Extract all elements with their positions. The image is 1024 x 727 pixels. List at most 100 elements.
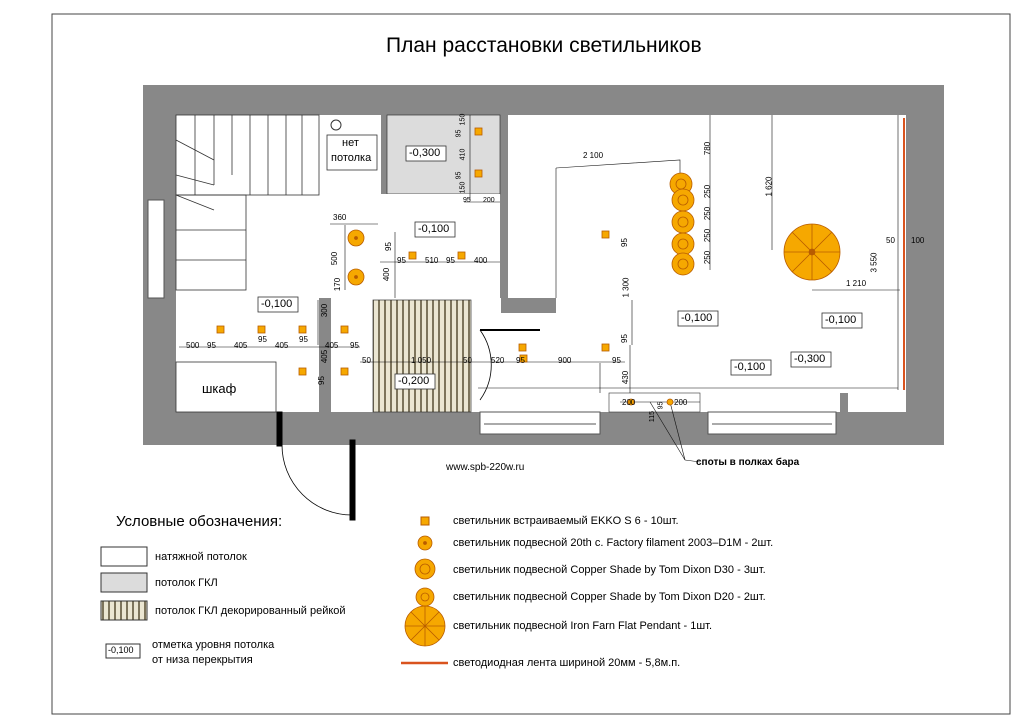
legend-mark-box (105, 643, 141, 659)
sheet-frame (51, 13, 1011, 715)
legend-pendant-icons (404, 535, 446, 647)
spot-icon (519, 354, 528, 363)
dim-400: 400 (474, 256, 488, 265)
dim-400: 400 (382, 267, 392, 282)
spot-icon (298, 367, 307, 376)
dim-500: 500 (186, 341, 200, 350)
dim-510: 510 (425, 256, 439, 265)
room-label-no-ceiling-2: потолка (331, 152, 372, 164)
dim-1210: 1 210 (846, 279, 867, 288)
dim-50: 50 (463, 356, 472, 365)
dim-170: 170 (333, 277, 343, 292)
spot-icon (474, 169, 483, 178)
dim-100: 100 (911, 236, 925, 245)
dim-250: 250 (703, 206, 713, 221)
dimension-lines (179, 115, 900, 463)
dim-95: 95 (619, 334, 629, 343)
dim-95: 95 (446, 256, 455, 265)
sink-icon (330, 119, 342, 131)
dim-95: 95 (455, 129, 463, 138)
legend-gkl-label: потолок ГКЛ (155, 577, 218, 589)
dim-95: 95 (612, 356, 621, 365)
legend-rail-label: потолок ГКЛ декорированный рейкой (155, 605, 346, 617)
legend-gkl-swatch (100, 572, 148, 593)
doors (276, 329, 540, 521)
room-label-closet: шкаф (202, 381, 237, 396)
dim-520: 520 (491, 356, 505, 365)
room-label-no-ceiling: нет (342, 137, 359, 149)
dim-200: 200 (483, 197, 495, 204)
level-boxes (257, 145, 863, 390)
level-hall: -0,100 (261, 298, 293, 310)
window-left (147, 199, 165, 299)
no-ceiling-box (326, 134, 378, 171)
room-bar-right (700, 393, 840, 412)
spot-icon (340, 325, 349, 334)
spot-icon (340, 367, 349, 376)
fixture-copper20-label: светильник подвесной Copper Shade by Tom… (453, 591, 766, 603)
wall-nub (508, 298, 556, 313)
room-bar-left (477, 393, 609, 412)
level-corridor: -0,100 (418, 223, 450, 235)
level-right: -0,100 (825, 314, 857, 326)
dim-405: 405 (234, 341, 248, 350)
spot-icon (216, 325, 225, 334)
legend-mark-line1: отметка уровня потолка (152, 639, 275, 651)
legend-stretch-label: натяжной потолок (155, 551, 247, 563)
dim-50: 50 (362, 356, 371, 365)
dim-250: 250 (703, 228, 713, 243)
dim-95: 95 (383, 242, 393, 251)
level-bar-right: -0,300 (794, 353, 826, 365)
bar-shelf (608, 392, 701, 413)
spot-icon (518, 343, 527, 352)
dim-250: 250 (703, 184, 713, 199)
dim-95: 95 (619, 238, 629, 247)
level-gkl-room: -0,300 (409, 147, 441, 159)
dim-95: 95 (657, 401, 665, 410)
dim-250: 250 (703, 250, 713, 265)
dim-95: 95 (299, 335, 308, 344)
fixture-copper30-label: светильник подвесной Copper Shade by Tom… (453, 564, 766, 576)
recessed-spots (216, 127, 674, 406)
room-bar-corner (848, 393, 906, 412)
legend-mark-sample: -0,100 (108, 645, 134, 655)
dim-50: 50 (886, 236, 895, 245)
dim-410: 410 (459, 148, 467, 161)
dim-405: 405 (320, 349, 330, 364)
room-corridor (319, 194, 500, 298)
dim-500: 500 (330, 251, 340, 266)
iron-farn-pendant (783, 223, 841, 281)
level-main: -0,100 (681, 312, 713, 324)
dim-405: 405 (325, 341, 339, 350)
dim-2100: 2 100 (583, 151, 604, 160)
dim-430: 430 (621, 370, 631, 385)
dim-405: 405 (275, 341, 289, 350)
dim-3550: 3 550 (869, 252, 879, 273)
dim-1050: 1 050 (411, 356, 432, 365)
level-bar: -0,100 (734, 361, 766, 373)
bar-window-2 (707, 411, 837, 435)
spot-icon (601, 343, 610, 352)
dim-95: 95 (258, 335, 267, 344)
dim-900: 900 (558, 356, 572, 365)
dim-150: 150 (459, 181, 467, 194)
spot-icon (408, 251, 417, 260)
dim-95: 95 (350, 341, 359, 350)
dim-95: 95 (207, 341, 216, 350)
fixture-led-label: светодиодная лента шириной 20мм - 5,8м.п… (453, 657, 681, 669)
spot-icon (298, 325, 307, 334)
legend-spot-icon (420, 516, 430, 526)
fixture-factory-label: светильник подвесной 20th c. Factory fil… (453, 537, 774, 549)
copper-shades (669, 172, 695, 276)
legend-stretch-swatch (100, 546, 148, 567)
dim-780: 780 (703, 141, 713, 156)
dim-95: 95 (316, 376, 326, 385)
room-main (508, 115, 906, 313)
legend-mark-line2: от низа перекрытия (152, 654, 253, 666)
spot-icon (474, 127, 483, 136)
level-bath: -0,200 (398, 375, 430, 387)
dim-95: 95 (516, 356, 525, 365)
staircase (175, 114, 320, 291)
closet (175, 361, 277, 413)
dim-95: 95 (455, 171, 463, 180)
